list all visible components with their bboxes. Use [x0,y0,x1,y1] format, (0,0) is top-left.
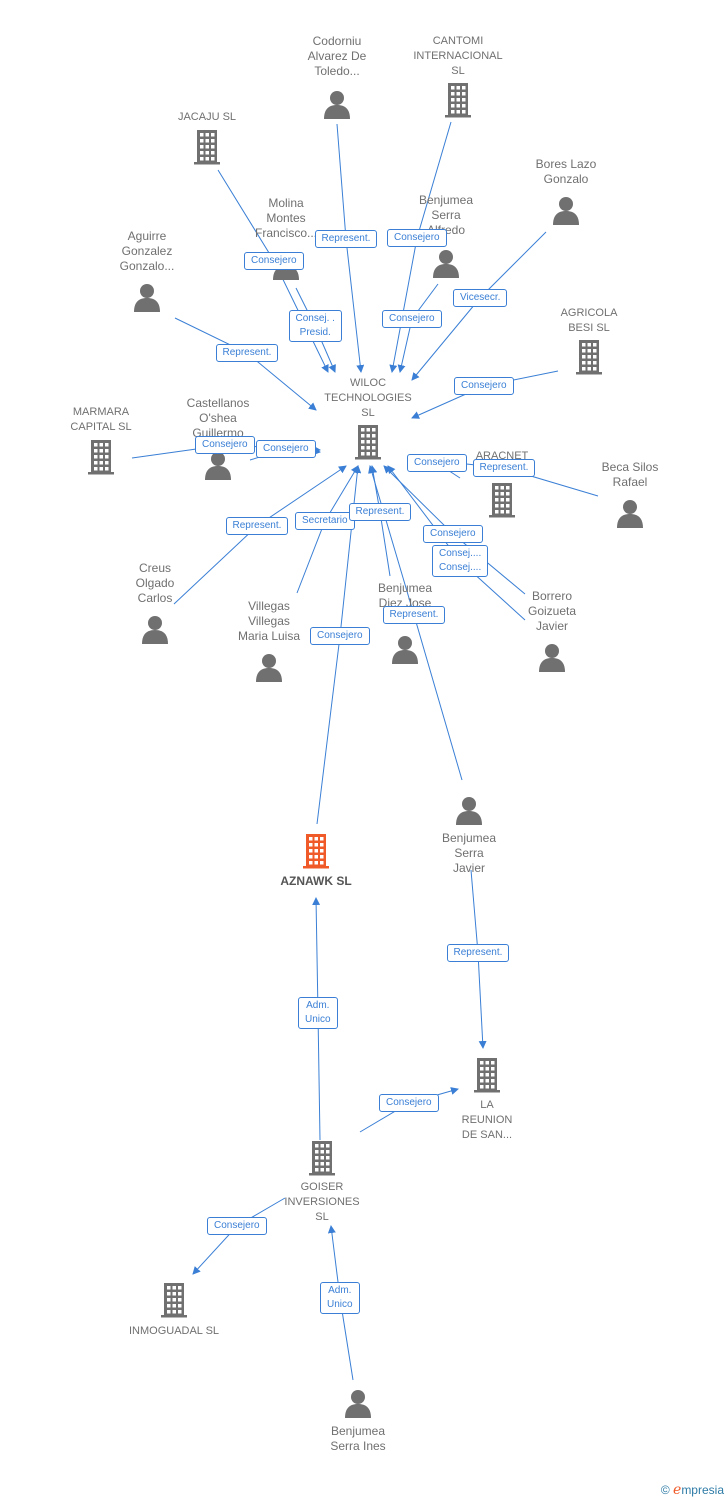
edge-label[interactable]: Represent. [382,606,446,624]
person-icon[interactable] [322,89,352,124]
building-icon[interactable] [307,1140,337,1181]
node-label-beca[interactable]: Beca Silos Rafael [601,460,659,489]
edge-label[interactable]: Consejero [256,440,316,458]
node-label-aznawk[interactable]: AZNAWK SL [280,874,352,888]
person-icon[interactable] [454,795,484,830]
edge-line [389,121,452,373]
node-label-inmoguadal[interactable]: INMOGUADAL SL [128,1325,220,1337]
edge-label[interactable]: Consejero [454,377,514,395]
edge-label[interactable]: Consejero [207,1217,267,1235]
brand-initial: e [673,1482,682,1498]
edge-label[interactable]: Consejero [407,454,467,472]
building-icon[interactable] [301,833,331,874]
building-icon[interactable] [86,439,116,480]
edge-label[interactable]: Consejero [423,525,483,543]
node-label-goiser[interactable]: GOISER INVERSIONES SL [284,1181,360,1223]
person-icon[interactable] [551,195,581,230]
edge-label[interactable]: Consejero [382,310,442,328]
edge-label[interactable]: Secretario [295,512,355,530]
copyright-symbol: © [660,1483,670,1497]
node-label-agricola[interactable]: AGRICOLA BESI SL [560,307,618,334]
building-icon[interactable] [574,339,604,380]
building-icon[interactable] [472,1057,502,1098]
building-icon[interactable] [192,129,222,170]
person-icon[interactable] [140,614,170,649]
edge-label[interactable]: Consejero [195,436,255,454]
node-label-aguirre[interactable]: Aguirre Gonzalez Gonzalo... [119,229,175,273]
node-label-villegas[interactable]: Villegas Villegas Maria Luisa [237,599,301,643]
edge-label[interactable]: Represent. [446,944,510,962]
edge-label[interactable]: Adm. Unico [320,1282,360,1314]
person-icon[interactable] [254,652,284,687]
edge-label[interactable]: Adm. Unico [298,997,338,1029]
edge-label[interactable]: Consej.... Consej.... [432,545,489,577]
person-icon[interactable] [132,282,162,317]
node-label-benjumea-javier[interactable]: Benjumea Serra Javier [441,831,497,875]
building-icon[interactable] [443,82,473,123]
edge-label[interactable]: Consejero [379,1094,439,1112]
building-icon[interactable] [353,424,383,465]
person-icon[interactable] [390,634,420,669]
edge-line [192,1197,286,1275]
edge-label[interactable]: Represent. [472,459,536,477]
edge-label[interactable]: Vicesecr. [453,289,508,307]
edge-label[interactable]: Consej. . Presid. [288,310,342,342]
node-label-bores[interactable]: Bores Lazo Gonzalo [535,157,597,186]
edge-label[interactable]: Consejero [310,627,370,645]
person-icon[interactable] [203,450,233,485]
edge-label[interactable]: Consejero [244,252,304,270]
node-label-benjumea-ines[interactable]: Benjumea Serra Ines [330,1424,386,1453]
edge-label[interactable]: Represent. [314,230,378,248]
node-label-marmara[interactable]: MARMARA CAPITAL SL [70,406,132,433]
person-icon[interactable] [615,498,645,533]
building-icon[interactable] [159,1282,189,1323]
node-label-wiloc[interactable]: WILOC TECHNOLOGIES SL [324,377,412,419]
edge-label[interactable]: Represent. [215,344,279,362]
node-label-borrero[interactable]: Borrero Goizueta Javier [527,589,577,633]
node-label-la-reunion[interactable]: LA REUNION DE SAN... [461,1099,513,1141]
edge-label[interactable]: Represent. [348,503,412,521]
empresia-watermark: © empresia [661,1482,724,1498]
node-label-cantomi[interactable]: CANTOMI INTERNACIONAL SL [413,35,503,77]
edge-label[interactable]: Represent. [225,517,289,535]
person-icon[interactable] [431,248,461,283]
building-icon[interactable] [487,482,517,523]
node-label-creus[interactable]: Creus Olgado Carlos [135,561,175,605]
person-icon[interactable] [537,642,567,677]
node-label-codorniu[interactable]: Codorniu Alvarez De Toledo... [307,34,367,78]
person-icon[interactable] [343,1388,373,1423]
edge-label[interactable]: Consejero [387,229,447,247]
brand-name: mpresia [681,1483,724,1497]
node-label-castellanos[interactable]: Castellanos O'shea Guillermo [186,396,250,440]
node-label-jacaju[interactable]: JACAJU SL [177,111,237,123]
edge-line [173,465,347,605]
node-label-molina[interactable]: Molina Montes Francisco... [254,196,318,240]
